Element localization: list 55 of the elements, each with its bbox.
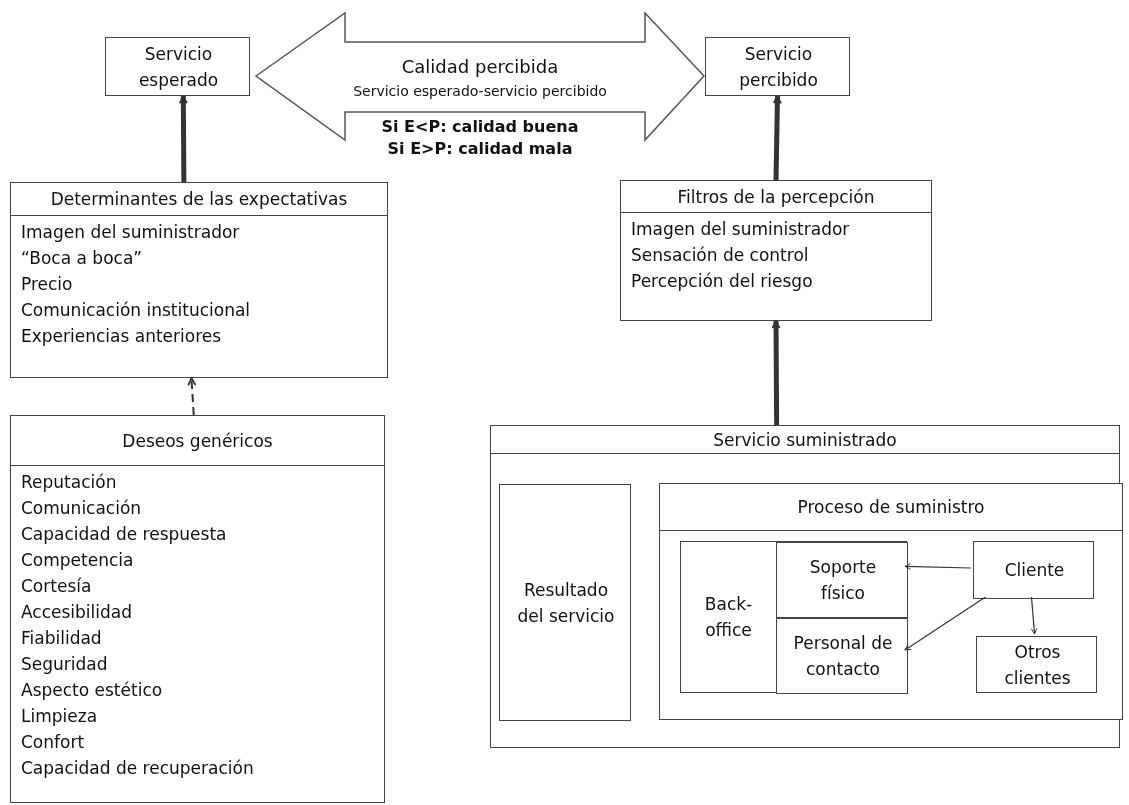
list-item: Comunicación institucional: [21, 299, 251, 322]
list-item: Competencia: [21, 549, 135, 572]
header-text: Determinantes de las expectativas: [50, 189, 348, 209]
container-box: [490, 425, 1120, 748]
process-box: [680, 541, 907, 693]
process-box: [776, 618, 908, 694]
list-item: Capacidad de recuperación: [21, 757, 254, 780]
list-item: Capacidad de respuesta: [21, 523, 228, 546]
list-box: [620, 180, 932, 321]
list-item: Imagen del suministrador: [631, 218, 850, 241]
arrow: [904, 596, 987, 651]
list-item: Confort: [21, 731, 86, 754]
node-label: Otros clientes: [1003, 640, 1072, 690]
list-box: [10, 415, 385, 803]
list-item: Imagen del suministrador: [21, 221, 241, 244]
rule-text: Si E<P: calidad buena: [380, 116, 580, 138]
process-box: [976, 636, 1097, 693]
list-box: [10, 182, 388, 378]
arrow: [771, 320, 781, 425]
container-box: [659, 483, 1123, 720]
process-box: [705, 37, 850, 96]
arrow: [178, 95, 188, 182]
list-item: Experiencias anteriores: [21, 325, 223, 348]
list-item: Percepción del riesgo: [631, 270, 814, 293]
list-item: Limpieza: [21, 705, 99, 728]
node-label: Back-office: [703, 593, 754, 642]
subtitle-text: Servicio esperado-servicio percibido: [352, 82, 608, 101]
node-label: Personal de contacto: [792, 632, 894, 681]
node-label: Cliente: [1003, 559, 1066, 582]
node-label: Servicio esperado: [137, 42, 220, 92]
node-label: Servicio percibido: [738, 42, 819, 92]
arrow: [772, 95, 782, 181]
process-box: [499, 484, 631, 721]
process-box: [776, 542, 908, 618]
list-item: Comunicación: [21, 497, 143, 520]
header-text: Proceso de suministro: [797, 497, 985, 517]
node-label: Resultado del servicio: [516, 578, 616, 628]
header-text: Filtros de la percepción: [677, 186, 875, 207]
list-item: Precio: [21, 273, 74, 296]
list-item: Fiabilidad: [21, 627, 103, 650]
list-item: Reputación: [21, 471, 118, 494]
header-text: Servicio suministrado: [713, 429, 897, 450]
header-text: Deseos genéricos: [122, 430, 273, 451]
list-item: Cortesía: [21, 575, 93, 598]
node-label: Soporte físico: [808, 556, 878, 605]
rule-text: Si E>P: calidad mala: [386, 138, 574, 160]
list-item: Sensación de control: [631, 244, 810, 267]
title-text: Calidad percibida: [400, 56, 560, 78]
list-item: “Boca a boca”: [21, 247, 144, 270]
arrow: [187, 377, 197, 416]
process-box: [105, 37, 250, 96]
list-item: Seguridad: [21, 653, 109, 676]
process-box: [973, 541, 1094, 599]
list-item: Aspecto estético: [21, 679, 164, 702]
list-item: Accesibilidad: [21, 601, 134, 624]
